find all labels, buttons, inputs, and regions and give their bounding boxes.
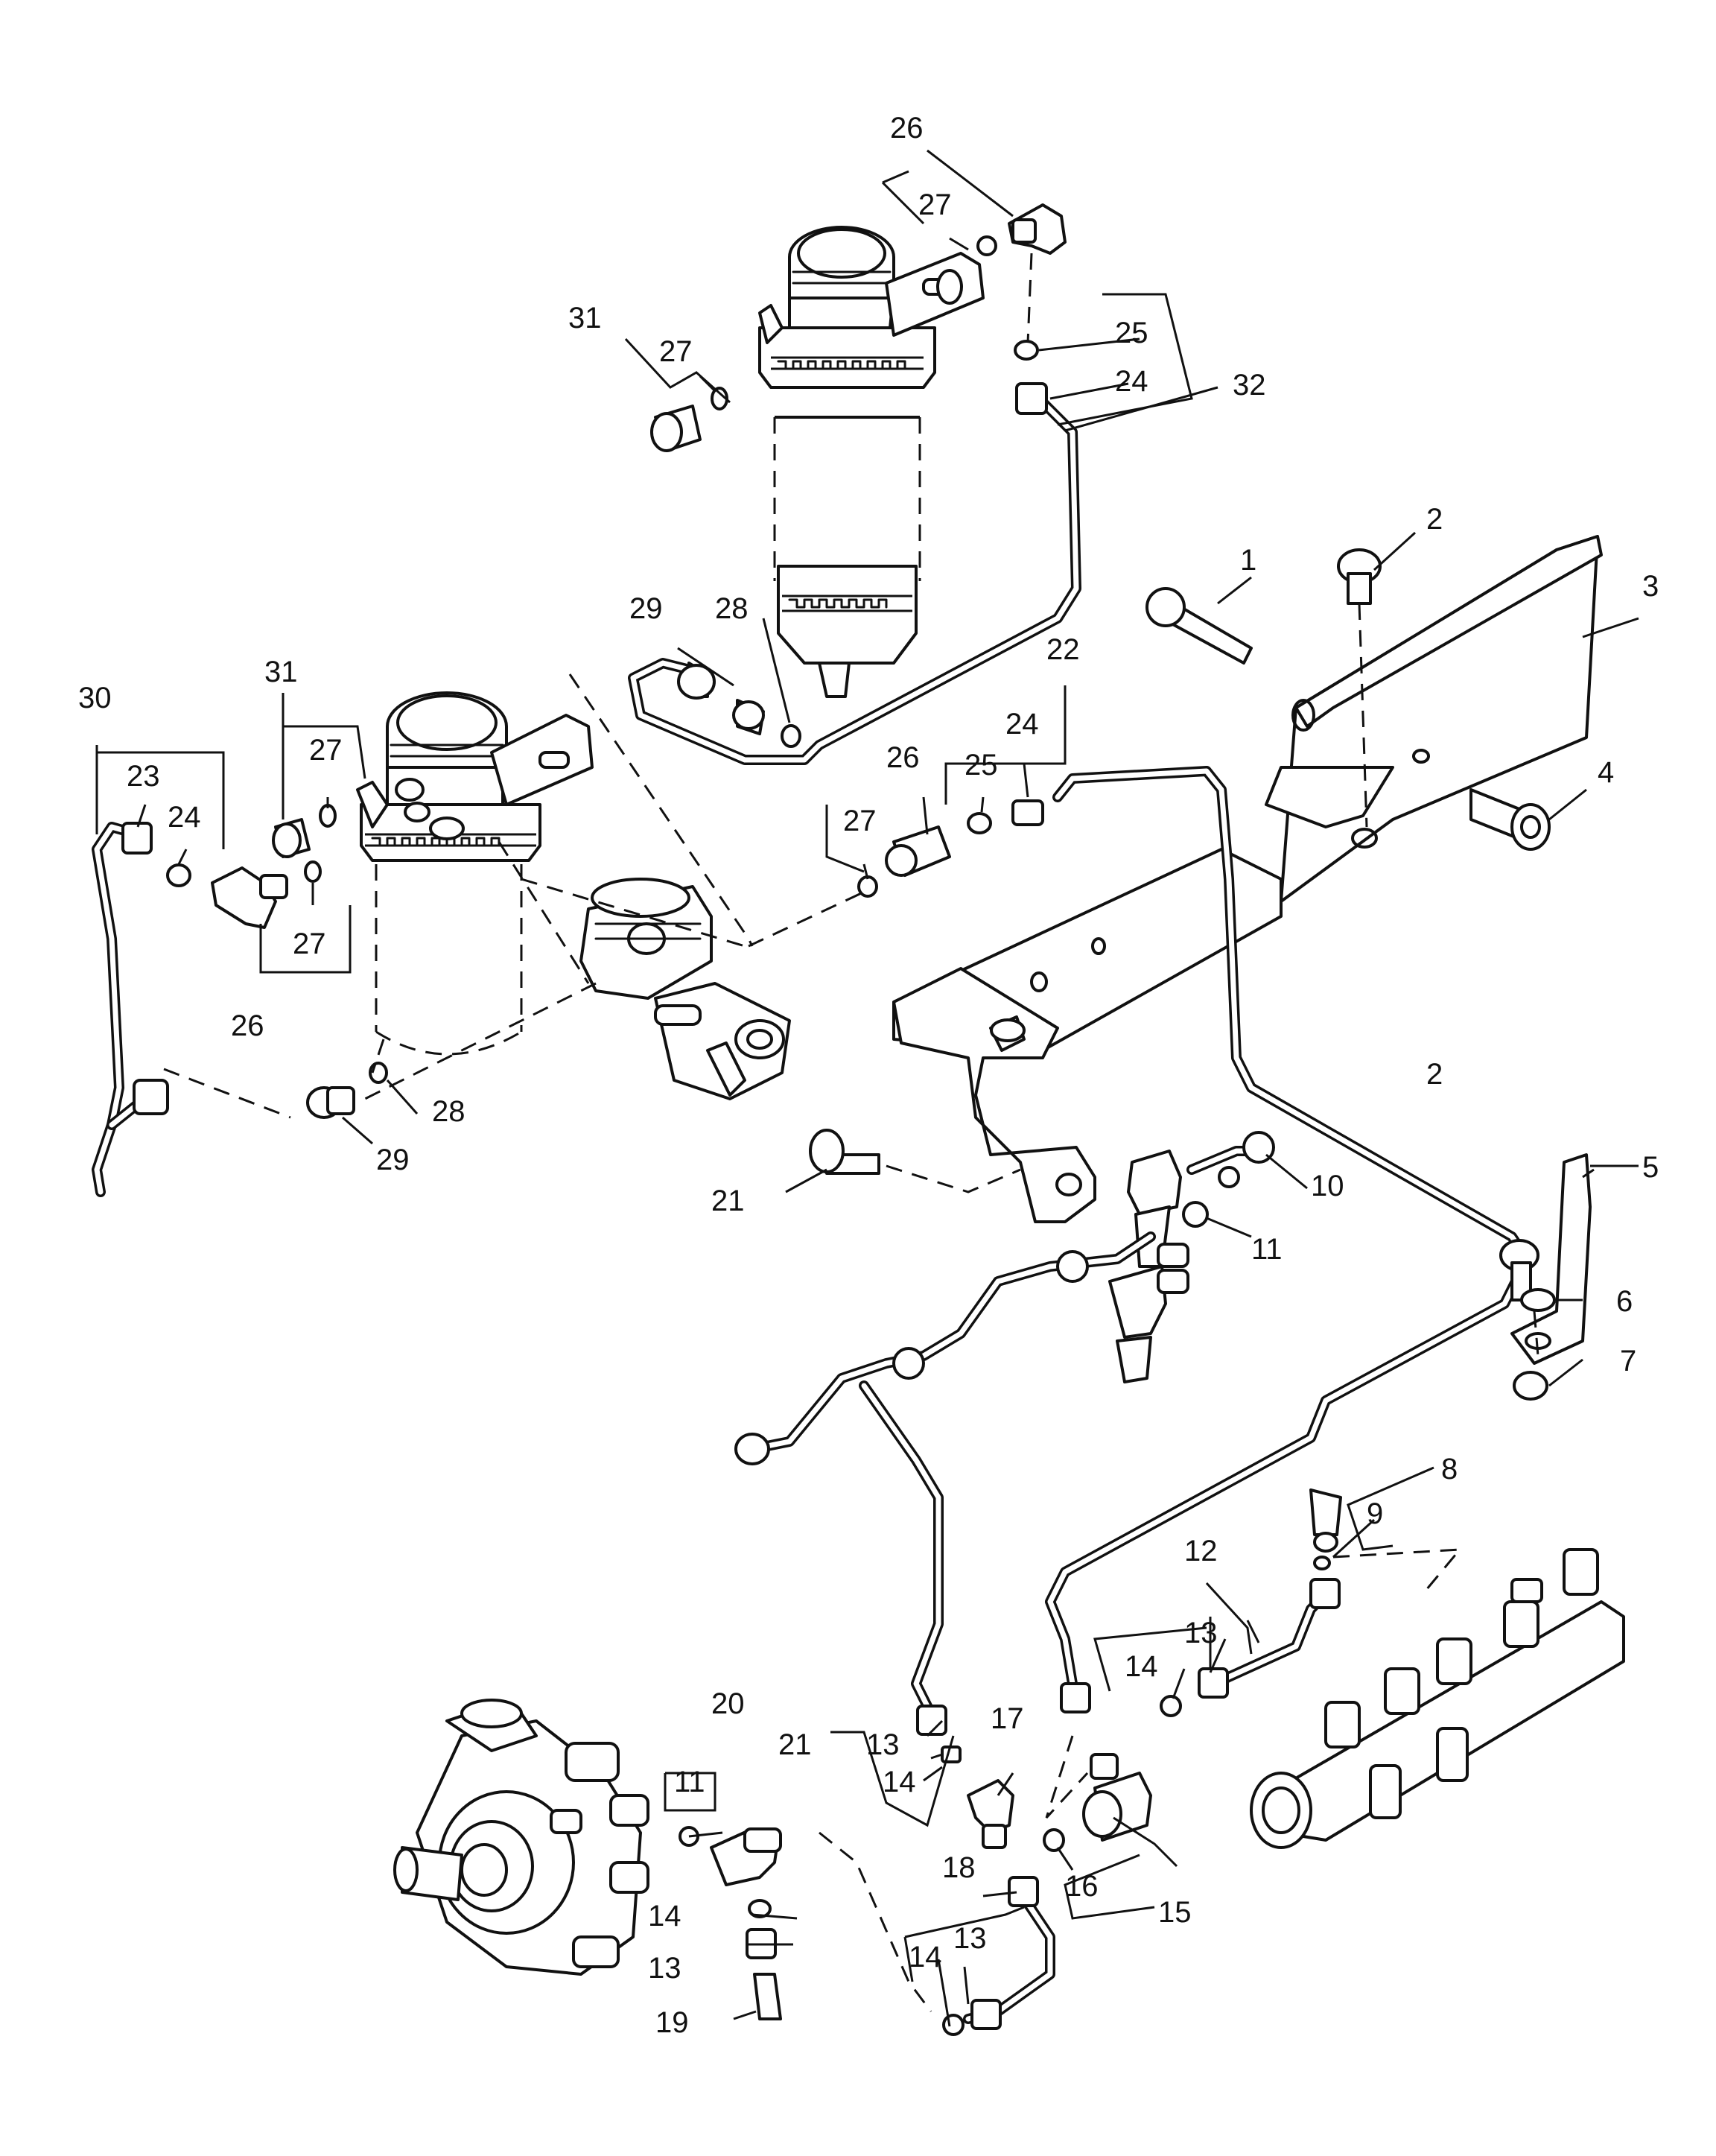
leader-lines bbox=[95, 149, 1639, 2027]
callout-27-topleft: 27 bbox=[659, 335, 693, 368]
callout-7: 7 bbox=[1620, 1345, 1636, 1377]
callout-2-top: 2 bbox=[1426, 503, 1443, 536]
support-bracket-3 bbox=[1265, 535, 1603, 903]
callout-2-lower: 2 bbox=[1426, 1058, 1443, 1091]
callout-14-bottom: 14 bbox=[909, 1941, 942, 1973]
fittings bbox=[121, 203, 1592, 2036]
fuel-filter-lower bbox=[356, 691, 594, 1056]
callout-1: 1 bbox=[1240, 544, 1256, 577]
callout-25-top: 25 bbox=[1115, 317, 1148, 349]
callout-21: 21 bbox=[778, 1728, 812, 1761]
callout-6: 6 bbox=[1616, 1285, 1633, 1318]
callout-28-upper: 28 bbox=[715, 592, 749, 625]
callout-11-rail: 9 bbox=[1367, 1497, 1383, 1530]
callout-27-left-bottom: 27 bbox=[293, 928, 326, 960]
callout-28-lower: 28 bbox=[432, 1095, 465, 1128]
callout-numbers: 26 27 31 27 25 24 32 2 1 3 29 28 22 31 3… bbox=[78, 112, 1659, 2039]
callout-17: 17 bbox=[991, 1702, 1024, 1735]
fuel-pipes bbox=[92, 397, 1532, 2024]
callout-27-top: 27 bbox=[918, 188, 952, 221]
callout-14-mid: 14 bbox=[883, 1766, 916, 1798]
callout-10: 8 bbox=[1441, 1453, 1458, 1486]
callout-25-mid: 25 bbox=[965, 749, 998, 781]
callout-31-left: 31 bbox=[264, 656, 298, 688]
callout-13-mid: 13 bbox=[866, 1728, 900, 1761]
callout-15: 15 bbox=[1158, 1896, 1192, 1929]
callout-13-lower: 13 bbox=[648, 1952, 681, 1985]
callout-14-lower: 14 bbox=[648, 1900, 681, 1933]
feed-pump bbox=[579, 878, 791, 1100]
callout-11-pump: 11 bbox=[674, 1766, 705, 1798]
common-rail bbox=[1250, 1548, 1625, 1849]
callout-24-top: 24 bbox=[1115, 365, 1148, 398]
callout-29-lower: 29 bbox=[376, 1144, 410, 1176]
callout-14-rail: 14 bbox=[1125, 1650, 1158, 1683]
callout-5: 5 bbox=[1642, 1151, 1659, 1184]
fuel-filter-upper bbox=[758, 226, 985, 698]
callout-16: 16 bbox=[1065, 1870, 1099, 1903]
callout-29-upper: 29 bbox=[629, 592, 663, 625]
callout-25-left: 24 bbox=[168, 801, 201, 834]
injection-pump bbox=[393, 1699, 649, 1976]
callout-27-mid: 27 bbox=[843, 805, 877, 837]
callout-3: 3 bbox=[1642, 570, 1659, 603]
callout-13-bottom: 13 bbox=[953, 1922, 987, 1955]
callout-20: 20 bbox=[711, 1687, 745, 1720]
callout-24-left: 23 bbox=[127, 760, 160, 793]
callout-26-mid: 26 bbox=[886, 741, 920, 774]
callout-13-rail: 13 bbox=[1184, 1617, 1218, 1649]
cross-member bbox=[892, 848, 1283, 1223]
callout-31-top: 31 bbox=[568, 302, 602, 335]
callout-22: 21 bbox=[711, 1185, 745, 1217]
callout-12: 12 bbox=[1184, 1535, 1218, 1567]
callout-26-left: 26 bbox=[231, 1009, 264, 1042]
callout-4: 4 bbox=[1598, 756, 1614, 789]
callout-27-left-top: 27 bbox=[309, 734, 343, 767]
callout-24-mid: 24 bbox=[1005, 708, 1039, 741]
callout-26-top: 26 bbox=[890, 112, 924, 145]
callout-18: 18 bbox=[942, 1851, 976, 1884]
callout-9: 11 bbox=[1251, 1233, 1283, 1266]
injectors bbox=[1108, 1150, 1189, 1383]
alignment-lines bbox=[163, 253, 1539, 2012]
callout-23: 22 bbox=[1046, 633, 1080, 666]
callout-30: 30 bbox=[78, 682, 112, 714]
callout-19: 19 bbox=[655, 2006, 689, 2039]
callout-32: 32 bbox=[1233, 369, 1266, 402]
callout-8: 10 bbox=[1311, 1170, 1344, 1202]
